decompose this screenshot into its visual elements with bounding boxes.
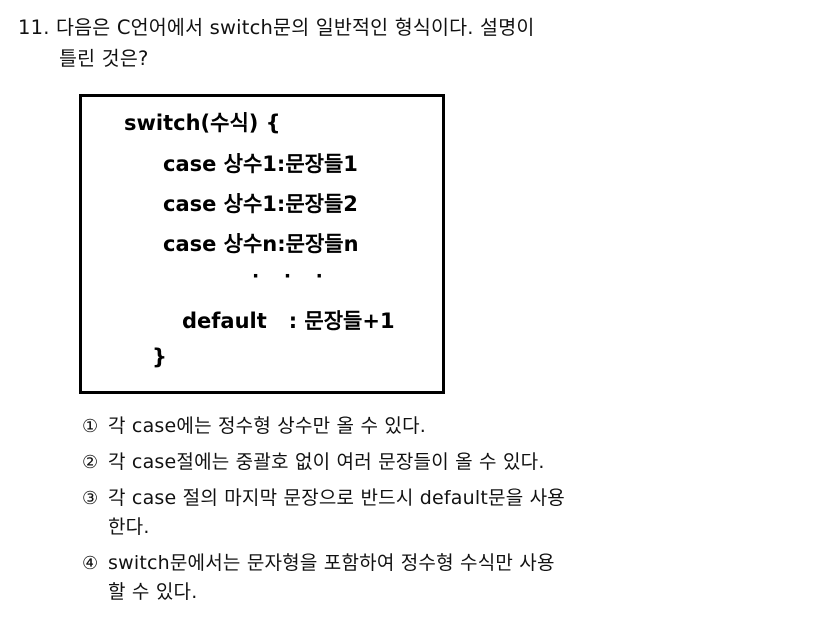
question-stem-line-1: 11. 다음은 C언어에서 switch문의 일반적인 형식이다. 설명이 (18, 16, 535, 39)
choice-marker-2: ② (82, 452, 99, 473)
code-line-ellipsis: · · · (252, 265, 332, 287)
choice-2-line-1: 각 case절에는 중괄호 없이 여러 문장들이 올 수 있다. (108, 451, 545, 473)
choice-marker-1: ① (82, 416, 99, 437)
question-stem: 11. 다음은 C언어에서 switch문의 일반적인 형식이다. 설명이 틀린… (18, 12, 718, 74)
code-line-default: default : 문장들+1 (182, 309, 395, 333)
code-line-case-1: case 상수1:문장들1 (163, 152, 358, 176)
choice-body-4: switch문에서는 문자형을 포함하여 정수형 수식만 사용 할 수 있다. (108, 549, 802, 607)
choice-4-line-2: 할 수 있다. (108, 581, 198, 603)
choice-3-line-1: 각 case 절의 마지막 문장으로 반드시 default문을 사용 (108, 487, 565, 509)
choice-body-1: 각 case에는 정수형 상수만 올 수 있다. (108, 412, 802, 441)
answer-choice-2[interactable]: ② 각 case절에는 중괄호 없이 여러 문장들이 올 수 있다. (82, 448, 802, 477)
answer-choice-1[interactable]: ① 각 case에는 정수형 상수만 올 수 있다. (82, 412, 802, 441)
code-example-box: switch(수식) { case 상수1:문장들1 case 상수1:문장들2… (79, 94, 445, 394)
code-line-case-2: case 상수1:문장들2 (163, 192, 358, 216)
answer-choice-list: ① 각 case에는 정수형 상수만 올 수 있다. ② 각 case절에는 중… (82, 412, 802, 614)
choice-body-3: 각 case 절의 마지막 문장으로 반드시 default문을 사용 한다. (108, 484, 802, 542)
answer-choice-4[interactable]: ④ switch문에서는 문자형을 포함하여 정수형 수식만 사용 할 수 있다… (82, 549, 802, 607)
choice-marker-4: ④ (82, 553, 99, 574)
choice-1-line-1: 각 case에는 정수형 상수만 올 수 있다. (108, 415, 426, 437)
code-line-close-brace: } (152, 345, 167, 369)
code-line-switch: switch(수식) { (124, 111, 281, 135)
choice-3-line-2: 한다. (108, 516, 150, 538)
answer-choice-3[interactable]: ③ 각 case 절의 마지막 문장으로 반드시 default문을 사용 한다… (82, 484, 802, 542)
choice-4-line-1: switch문에서는 문자형을 포함하여 정수형 수식만 사용 (108, 552, 555, 574)
choice-marker-3: ③ (82, 488, 99, 509)
choice-body-2: 각 case절에는 중괄호 없이 여러 문장들이 올 수 있다. (108, 448, 802, 477)
question-stem-line-2: 틀린 것은? (59, 47, 149, 70)
code-line-case-n: case 상수n:문장들n (163, 232, 359, 256)
